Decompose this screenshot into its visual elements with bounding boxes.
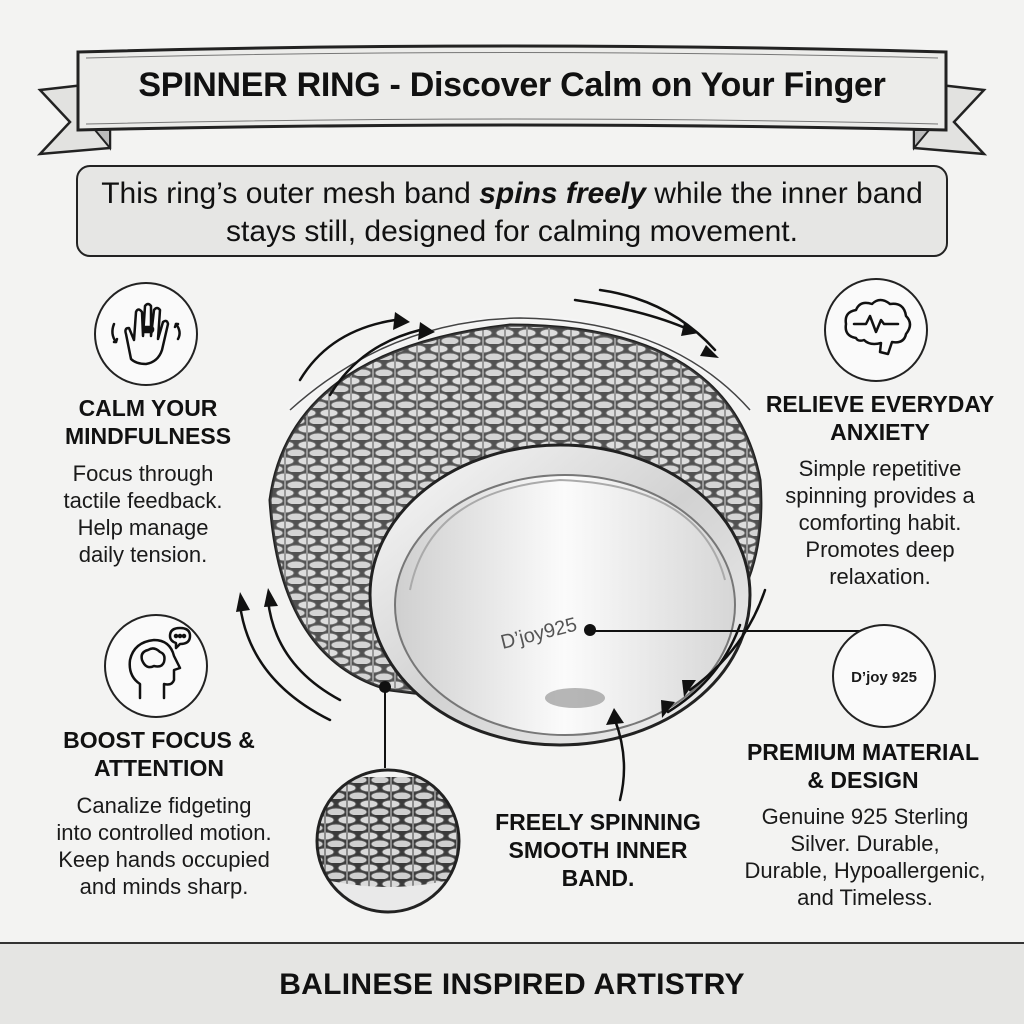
material-badge: D’joy 925: [832, 624, 936, 728]
focus-body-line: Keep hands occupied: [58, 847, 270, 872]
calm-body: Focus through tactile feedback. Help man…: [28, 460, 258, 568]
material-title-line1: PREMIUM MATERIAL: [746, 739, 980, 765]
calm-body-line: tactile feedback.: [63, 488, 223, 513]
material-body-line: and Timeless.: [797, 885, 933, 910]
relieve-body-line: relaxation.: [829, 564, 931, 589]
relieve-body: Simple repetitive spinning provides a co…: [760, 455, 1000, 590]
footer-tagline: BALINESE INSPIRED ARTISTRY: [0, 942, 1024, 1024]
mesh-closeup-circle: [315, 768, 461, 914]
calm-body-line: daily tension.: [78, 542, 208, 567]
relieve-title: RELIEVE EVERYDAY ANXIETY: [752, 390, 1008, 446]
material-body-line: Silver. Durable,: [790, 831, 940, 856]
calm-title-line2: MINDFULNESS: [64, 423, 232, 449]
focus-body-line: and minds sharp.: [79, 874, 249, 899]
hand-ring-icon: [94, 282, 198, 386]
relieve-title-line1: RELIEVE EVERYDAY: [765, 391, 995, 417]
relieve-body-line: spinning provides a: [785, 483, 975, 508]
focus-title: BOOST FOCUS & ATTENTION: [40, 726, 278, 782]
brain-pulse-icon: [824, 278, 928, 382]
focus-body: Canalize fidgeting into controlled motio…: [30, 792, 298, 900]
relieve-body-line: Promotes deep: [805, 537, 955, 562]
material-title-line2: & DESIGN: [807, 767, 919, 793]
spinning-title-line1: FREELY SPINNING: [495, 809, 701, 835]
spinning-title-line2: SMOOTH INNER: [508, 837, 688, 863]
intro-text-after: while the inner band stays still, design…: [226, 177, 923, 248]
spinner-ring-illustration: D’joy925: [268, 314, 763, 747]
calm-body-line: Focus through: [72, 461, 214, 486]
relieve-body-line: Simple repetitive: [798, 456, 962, 481]
focus-title-line1: BOOST FOCUS &: [63, 727, 255, 753]
spinning-title: FREELY SPINNING SMOOTH INNER BAND.: [478, 808, 718, 892]
page-title: SPINNER RING - Discover Calm on Your Fin…: [138, 66, 886, 104]
material-badge-text: D’joy 925: [851, 669, 917, 686]
spinning-title-line3: BAND.: [561, 865, 635, 891]
relieve-body-line: comforting habit.: [798, 510, 962, 535]
relieve-title-line2: ANXIETY: [830, 419, 930, 445]
calm-title: CALM YOUR MINDFULNESS: [38, 394, 258, 450]
focus-body-line: into controlled motion.: [56, 820, 272, 845]
focus-title-line2: ATTENTION: [94, 755, 224, 781]
title-banner: [36, 44, 988, 156]
material-body-line: Genuine 925 Sterling: [761, 804, 969, 829]
calm-title-line1: CALM YOUR: [78, 395, 218, 421]
material-body: Genuine 925 Sterling Silver. Durable, Du…: [728, 803, 1002, 911]
intro-text-before: This ring’s outer mesh band: [101, 177, 480, 210]
material-title: PREMIUM MATERIAL & DESIGN: [728, 738, 998, 794]
material-body-line: Durable, Hypoallergenic,: [744, 858, 986, 883]
head-thought-icon: [104, 614, 208, 718]
focus-body-line: Canalize fidgeting: [76, 793, 252, 818]
calm-body-line: Help manage: [77, 515, 209, 540]
intro-emphasis: spins freely: [479, 177, 646, 210]
intro-description: This ring’s outer mesh band spins freely…: [76, 165, 948, 257]
